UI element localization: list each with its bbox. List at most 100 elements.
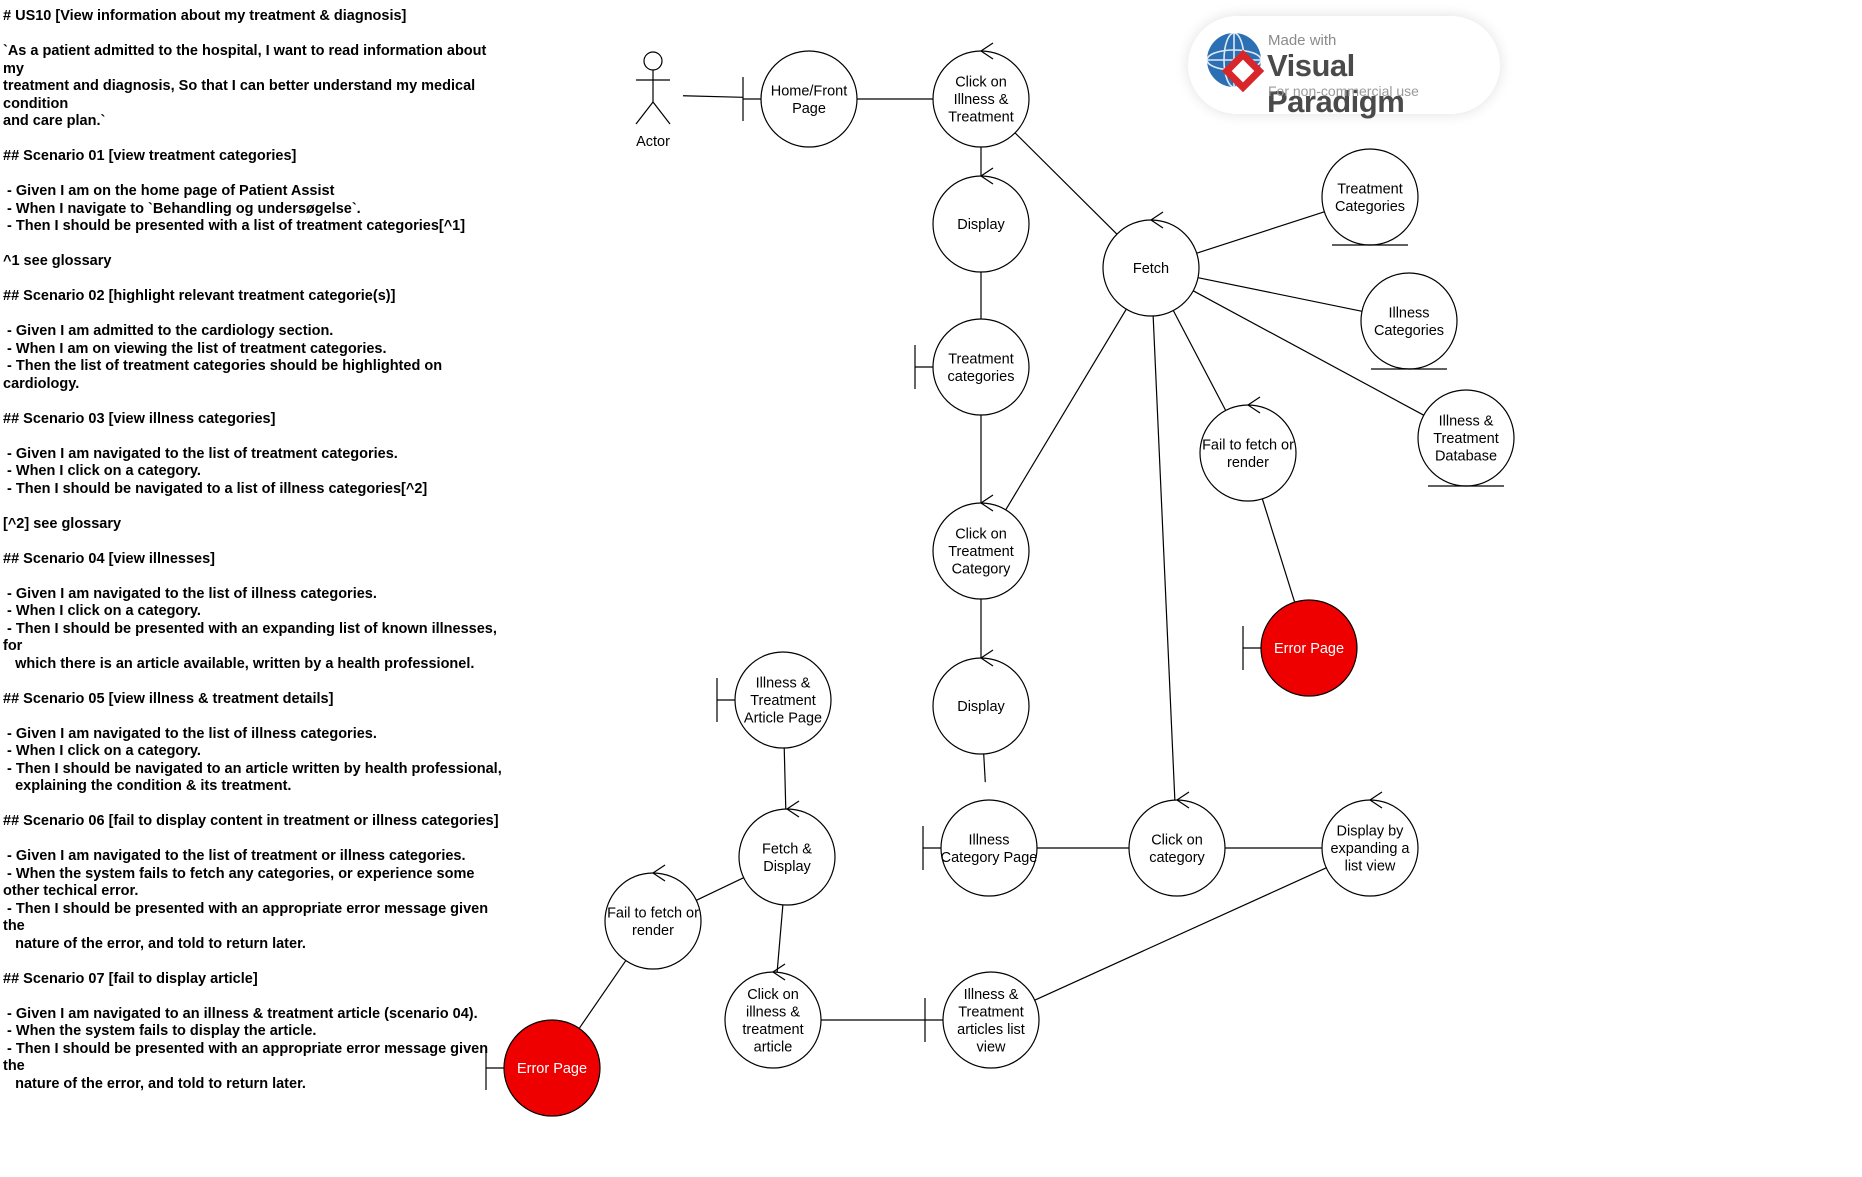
edge-fetch-to-illness-cats-entity xyxy=(1197,277,1363,312)
node-label-line: category xyxy=(1149,850,1205,866)
node-label-line: Treatment xyxy=(1433,431,1499,447)
node-label-line: Illness & xyxy=(756,676,811,692)
node-label-line: Database xyxy=(1435,449,1497,465)
node-fail-2-control: Fail to fetch or render xyxy=(604,864,702,970)
node-label-line: Click on xyxy=(747,987,799,1003)
node-label-line: expanding a xyxy=(1330,841,1410,857)
node-label-line: render xyxy=(1227,455,1269,471)
node-label-line: Treatment xyxy=(948,351,1014,367)
node-label-line: Illness xyxy=(1388,305,1429,321)
node-label-line: Illness & xyxy=(1439,414,1494,430)
node-label-line: Treatment xyxy=(958,1004,1024,1020)
node-label-line: article xyxy=(754,1039,793,1055)
boundary-circle xyxy=(942,971,1040,1069)
usage-note: For non-commercial use xyxy=(1268,83,1419,99)
boundary-circle xyxy=(940,799,1038,897)
control-arrow-icon xyxy=(1149,211,1164,229)
control-arrow-icon xyxy=(785,800,800,818)
control-arrow-icon xyxy=(1246,396,1261,414)
control-arrow-icon xyxy=(979,42,994,60)
edges-layer xyxy=(578,95,1425,1029)
edge-fetch-to-fail-1 xyxy=(1172,310,1227,411)
node-label-line: Page xyxy=(792,101,826,117)
node-label-line: treatment xyxy=(742,1022,803,1038)
node-label-line: Display xyxy=(763,859,811,875)
edge-click-treat-cat-to-fetch xyxy=(1005,308,1127,511)
node-label-line: articles list xyxy=(957,1022,1025,1038)
boundary-circle xyxy=(932,318,1030,416)
edge-fetch-to-db-entity xyxy=(1192,290,1425,416)
node-label-line: Treatment xyxy=(750,693,816,709)
control-arrow-icon xyxy=(1368,791,1383,809)
user-story-specification: # US10 [View information about my treatm… xyxy=(3,8,502,1092)
edge-click-category-to-fetch xyxy=(1152,315,1176,801)
node-click-category-control: Click on category xyxy=(1128,791,1226,897)
edge-fetch-display-to-article-page xyxy=(783,747,787,810)
node-label-line: categories xyxy=(948,369,1015,385)
node-label-line: Categories xyxy=(1335,199,1405,215)
node-label-line: Fail to fetch or xyxy=(1202,437,1294,453)
node-label-line: Click on xyxy=(1151,832,1203,848)
node-label-line: Display by xyxy=(1337,824,1405,840)
actor-figure: Actor xyxy=(635,51,671,150)
node-fetch-control: Fetch xyxy=(1102,211,1200,317)
control-arrow-icon xyxy=(979,167,994,185)
actor-label: Actor xyxy=(636,134,670,150)
visual-paradigm-watermark: Made with Visual Paradigm For non-commer… xyxy=(1188,16,1500,119)
error-circle xyxy=(503,1019,601,1117)
node-label-line: Error Page xyxy=(517,1061,587,1077)
node-display-1-control: Display xyxy=(932,167,1030,273)
control-arrow-icon xyxy=(979,494,994,512)
node-treat-cats-boundary: Treatment categories xyxy=(914,318,1030,416)
control-arrow-icon xyxy=(651,864,666,882)
node-label-line: Fetch xyxy=(1133,261,1169,277)
edge-actor-to-home xyxy=(682,95,744,98)
node-error-1-error: Error Page xyxy=(1242,599,1358,697)
node-label-line: Display xyxy=(957,217,1005,233)
node-label-line: Illness & xyxy=(964,987,1019,1003)
node-label-line: Fetch & xyxy=(762,841,812,857)
edge-fail-1-to-error-1 xyxy=(1261,498,1296,603)
node-label-line: Treatment xyxy=(948,110,1014,126)
actor-head xyxy=(643,51,663,71)
node-error-2-error: Error Page xyxy=(485,1019,601,1117)
edge-click-article-to-fetch-display xyxy=(776,904,784,973)
edge-display-expand-to-articles-list xyxy=(1034,867,1327,1001)
node-fail-1-control: Fail to fetch or render xyxy=(1199,396,1297,502)
node-label-line: Illness & xyxy=(954,92,1009,108)
node-label-line: list view xyxy=(1345,859,1396,875)
control-arrow-icon xyxy=(979,649,994,667)
product-name: Visual Paradigm xyxy=(1267,48,1405,119)
node-label-line: Category Page xyxy=(941,850,1038,866)
node-label-line: Treatment xyxy=(1337,181,1403,197)
node-fetch-display-control: Fetch & Display xyxy=(738,800,836,906)
control-arrow-icon xyxy=(1175,791,1190,809)
node-label-line: Article Page xyxy=(744,711,822,727)
edge-fail-2-to-error-2 xyxy=(578,960,627,1029)
made-with-text: Made with xyxy=(1268,32,1337,49)
visual-paradigm-logo-icon xyxy=(1206,32,1265,93)
actor-left-leg xyxy=(635,101,654,125)
node-label-line: Fail to fetch or xyxy=(607,905,699,921)
error-circle xyxy=(1260,599,1358,697)
node-label-line: Illness xyxy=(968,832,1009,848)
node-label-line: Treatment xyxy=(948,544,1014,560)
node-label-line: render xyxy=(632,923,674,939)
node-label-line: Category xyxy=(952,562,1012,578)
node-display-2-control: Display xyxy=(932,649,1030,755)
node-label-line: Error Page xyxy=(1274,641,1344,657)
node-label-line: Categories xyxy=(1374,323,1444,339)
actor-right-leg xyxy=(652,101,671,125)
